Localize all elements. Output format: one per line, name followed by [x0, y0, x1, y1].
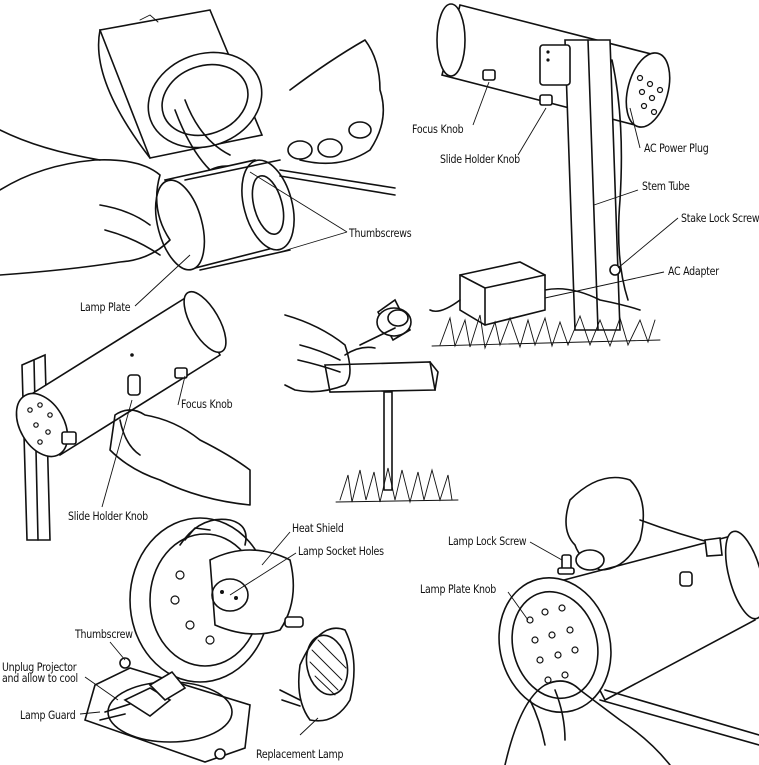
label-thumbscrews: Thumbscrews [349, 226, 412, 240]
label-ac-adapter: AC Adapter [668, 264, 719, 278]
label-slide-holder-knob-top: Slide Holder Knob [440, 152, 520, 166]
label-slide-holder-knob-left: Slide Holder Knob [68, 509, 148, 523]
label-lamp-guard: Lamp Guard [20, 708, 76, 722]
label-unplug-line1: Unplug Projector [2, 660, 77, 674]
panel-lamp-lock [498, 476, 759, 765]
label-stake-lock-screw: Stake Lock Screw [681, 211, 759, 225]
label-stem-tube: Stem Tube [642, 179, 690, 193]
label-ac-power-plug: AC Power Plug [644, 141, 709, 155]
panel-stake-hammer [284, 298, 459, 504]
label-lamp-lock-screw: Lamp Lock Screw [448, 534, 527, 548]
label-lamp-plate-knob: Lamp Plate Knob [420, 582, 497, 596]
panel-installed-projector [429, 3, 679, 350]
label-lamp-plate: Lamp Plate [80, 300, 131, 314]
label-lamp-socket-holes: Lamp Socket Holes [298, 544, 384, 558]
panel-focus-adjust [15, 290, 251, 541]
label-focus-knob-left: Focus Knob [181, 397, 233, 411]
label-focus-knob-top: Focus Knob [412, 122, 464, 136]
label-unplug-line2: and allow to cool [2, 671, 78, 685]
label-thumbscrew: Thumbscrew [75, 627, 133, 641]
panel-lamp-replacement [79, 517, 355, 763]
label-replacement-lamp: Replacement Lamp [256, 747, 344, 761]
label-heat-shield: Heat Shield [292, 521, 344, 535]
panel-lamp-plate-removal [0, 9, 396, 307]
